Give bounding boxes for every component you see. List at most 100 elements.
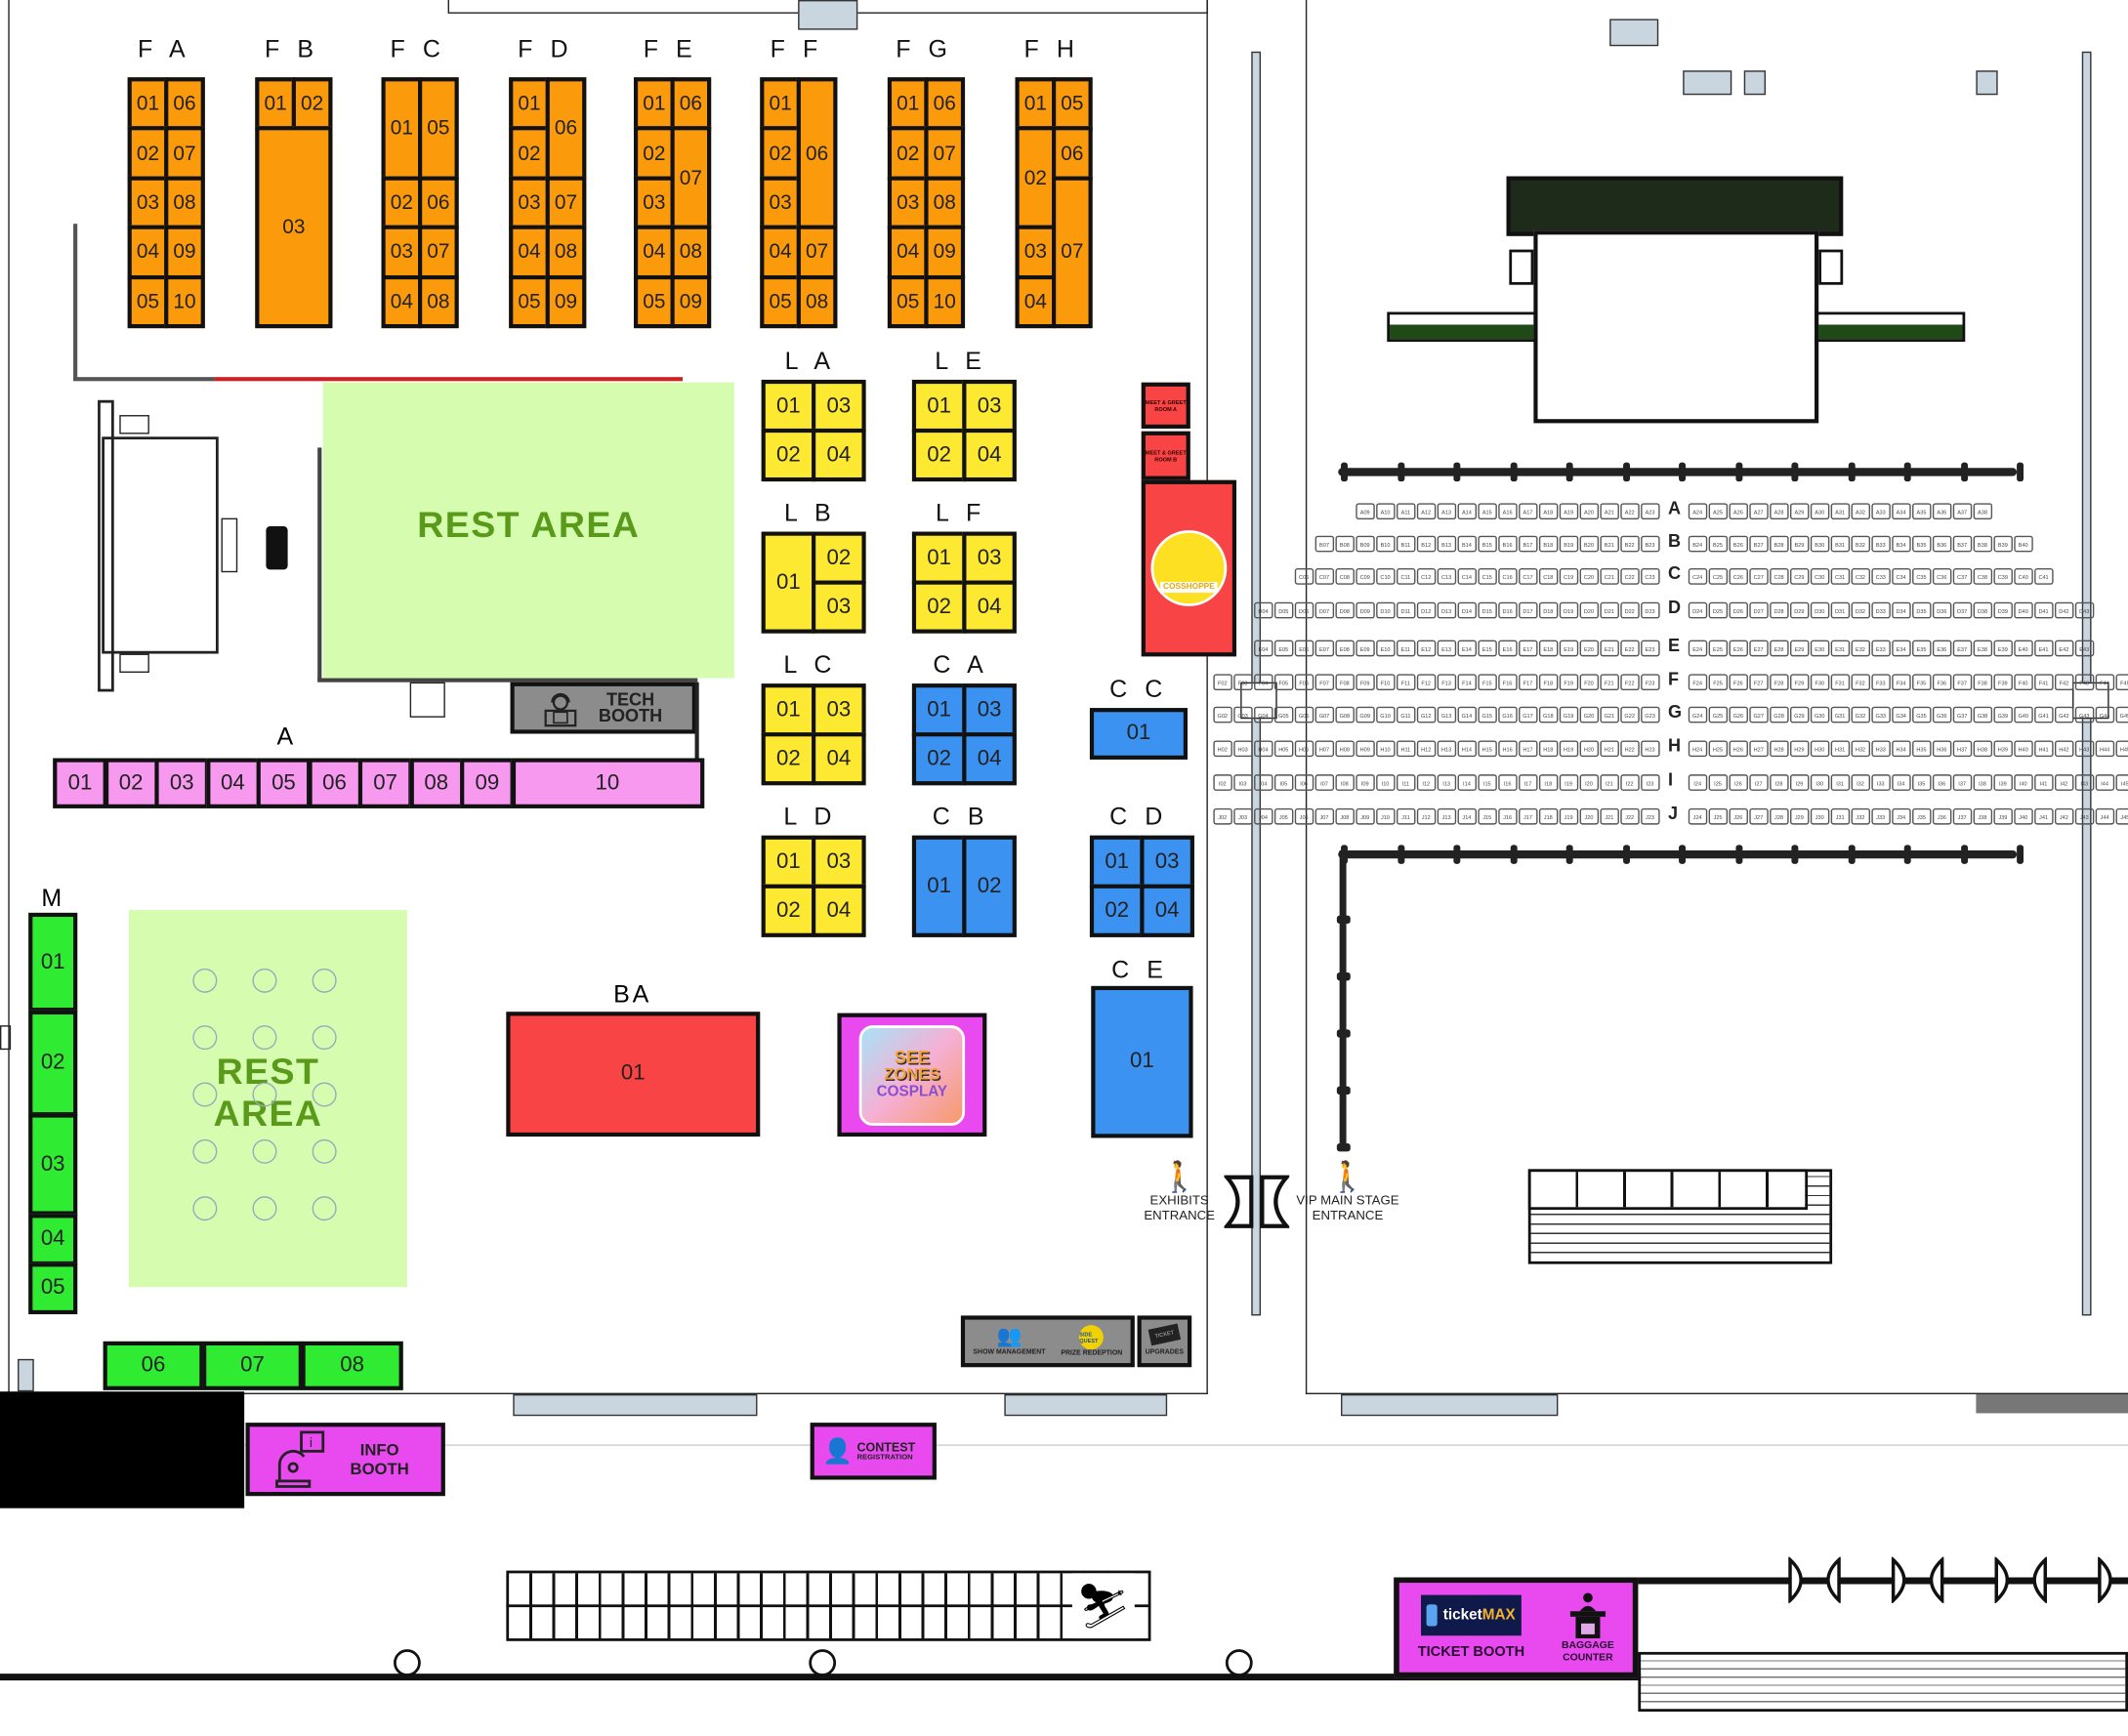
booth-fa-06[interactable]: 06 (164, 77, 205, 131)
seat[interactable]: C07 (1314, 567, 1334, 585)
booth-ca-04[interactable]: 04 (962, 732, 1017, 786)
seat[interactable]: I37 (1952, 773, 1972, 791)
booth-fc-05[interactable]: 05 (418, 77, 459, 181)
seat[interactable]: D05 (1273, 601, 1293, 619)
seat[interactable]: I15 (1478, 773, 1497, 791)
seat[interactable]: G20 (1579, 706, 1599, 723)
seat[interactable]: F42 (2055, 674, 2073, 690)
booth-a-10[interactable]: 10 (511, 758, 704, 808)
booth-ff-08[interactable]: 08 (796, 274, 838, 329)
seat[interactable]: H31 (1830, 740, 1850, 757)
seat[interactable]: B36 (1932, 535, 1951, 553)
seat[interactable]: H33 (1871, 740, 1891, 757)
seat[interactable]: H42 (2055, 740, 2073, 757)
seat[interactable]: G22 (1620, 706, 1640, 723)
seat[interactable]: G18 (1538, 706, 1558, 723)
booth-fg-08[interactable]: 08 (924, 176, 966, 230)
booth-cb-02[interactable]: 02 (962, 835, 1017, 937)
seat[interactable]: A25 (1708, 503, 1728, 519)
seat[interactable]: G32 (1851, 706, 1870, 723)
seat[interactable]: J35 (1912, 807, 1931, 825)
booth-la-01[interactable]: 01 (761, 379, 816, 434)
seat[interactable]: H30 (1810, 740, 1829, 757)
booth-ba-01[interactable]: 01 (506, 1012, 761, 1137)
seat[interactable]: A20 (1579, 503, 1599, 519)
seat[interactable]: D19 (1559, 601, 1578, 619)
seat[interactable]: C34 (1892, 567, 1911, 585)
booth-ff-05[interactable]: 05 (760, 274, 801, 329)
seat[interactable]: J03 (1233, 807, 1252, 825)
seat[interactable]: F04 (1254, 674, 1273, 690)
seat[interactable]: C19 (1559, 567, 1578, 585)
seat[interactable]: F10 (1376, 674, 1395, 690)
seat[interactable]: H09 (1356, 740, 1375, 757)
seat[interactable]: I42 (2055, 773, 2073, 791)
booth-cd-04[interactable]: 04 (1140, 884, 1194, 937)
booth-lf-02[interactable]: 02 (911, 580, 967, 634)
seat[interactable]: G41 (2034, 706, 2053, 723)
seat[interactable]: H25 (1708, 740, 1728, 757)
seat[interactable]: A09 (1356, 503, 1375, 519)
seat[interactable]: F08 (1335, 674, 1355, 690)
seat[interactable]: J42 (2055, 807, 2073, 825)
seat[interactable]: B08 (1335, 535, 1355, 553)
seat[interactable]: J11 (1397, 807, 1415, 825)
booth-fg-07[interactable]: 07 (924, 126, 966, 181)
seat[interactable]: D28 (1770, 601, 1788, 619)
seat[interactable]: J25 (1708, 807, 1728, 825)
booth-ld-01[interactable]: 01 (761, 835, 816, 889)
seat[interactable]: E40 (2014, 640, 2033, 656)
seat[interactable]: F28 (1770, 674, 1788, 690)
seat[interactable]: F12 (1416, 674, 1436, 690)
booth-la-04[interactable]: 04 (812, 428, 866, 482)
seat[interactable]: G07 (1314, 706, 1334, 723)
seat[interactable]: C09 (1356, 567, 1375, 585)
seat[interactable]: B13 (1437, 535, 1456, 553)
seat[interactable]: D08 (1335, 601, 1355, 619)
seat[interactable]: D32 (1851, 601, 1870, 619)
booth-m-03[interactable]: 03 (28, 1113, 78, 1216)
seat[interactable]: J16 (1498, 807, 1517, 825)
seat[interactable]: D13 (1437, 601, 1456, 619)
booth-fh-01[interactable]: 01 (1015, 77, 1057, 131)
booth-fe-01[interactable]: 01 (633, 77, 675, 131)
seat[interactable]: J18 (1538, 807, 1558, 825)
seat[interactable]: C27 (1749, 567, 1769, 585)
booth-cd-03[interactable]: 03 (1140, 835, 1194, 889)
seat[interactable]: J39 (1993, 807, 2013, 825)
booth-lc-01[interactable]: 01 (761, 683, 816, 737)
seat[interactable]: F43 (2074, 674, 2094, 690)
seat[interactable]: G21 (1600, 706, 1619, 723)
seat[interactable]: J24 (1688, 807, 1707, 825)
seat[interactable]: J34 (1892, 807, 1911, 825)
booth-fe-03[interactable]: 03 (633, 176, 675, 230)
seat[interactable]: D26 (1729, 601, 1748, 619)
tech-booth[interactable]: TECH BOOTH (510, 682, 696, 734)
seat[interactable]: E04 (1254, 640, 1273, 656)
seat[interactable]: F32 (1851, 674, 1870, 690)
seat[interactable]: G14 (1457, 706, 1477, 723)
seat[interactable]: H40 (2014, 740, 2033, 757)
seat[interactable]: E29 (1790, 640, 1809, 656)
seat[interactable]: B14 (1457, 535, 1477, 553)
booth-fh-06[interactable]: 06 (1052, 126, 1093, 181)
seat[interactable]: D15 (1478, 601, 1497, 619)
seat[interactable]: C14 (1457, 567, 1477, 585)
seat[interactable]: C11 (1397, 567, 1415, 585)
seat[interactable]: I44 (2095, 773, 2114, 791)
seat[interactable]: A23 (1641, 503, 1659, 519)
seat[interactable]: D06 (1294, 601, 1314, 619)
booth-m-08[interactable]: 08 (301, 1341, 403, 1390)
see-zones-cosplay-booth[interactable]: SEE ZONES COSPLAY (837, 1013, 987, 1137)
seat[interactable]: C10 (1376, 567, 1395, 585)
seat[interactable]: F03 (1233, 674, 1252, 690)
seat[interactable]: G29 (1790, 706, 1809, 723)
booth-fc-01[interactable]: 01 (381, 77, 423, 181)
seat[interactable]: C08 (1335, 567, 1355, 585)
booth-a-09[interactable]: 09 (460, 758, 515, 808)
seat[interactable]: E21 (1600, 640, 1619, 656)
seat[interactable]: B23 (1641, 535, 1659, 553)
seat[interactable]: D20 (1579, 601, 1599, 619)
booth-fa-04[interactable]: 04 (127, 225, 169, 279)
booth-fg-01[interactable]: 01 (887, 77, 929, 131)
